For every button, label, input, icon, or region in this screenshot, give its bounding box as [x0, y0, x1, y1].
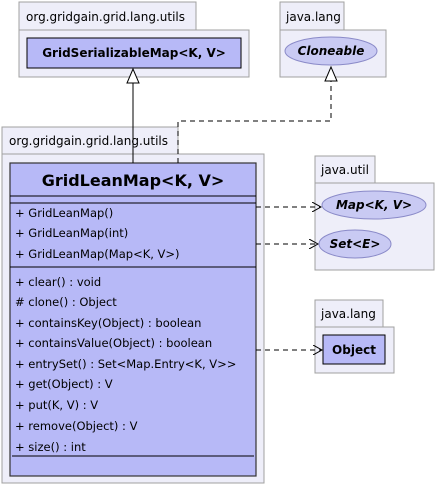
method-get: + get(Object) : V — [15, 377, 113, 391]
class-grid-serializable-map[interactable]: GridSerializableMap<K, V> — [26, 37, 242, 69]
interface-map[interactable]: Map<K, V> — [321, 190, 427, 220]
method-put: + put(K, V) : V — [15, 398, 98, 412]
interface-cloneable[interactable]: Cloneable — [284, 36, 378, 66]
class-grid-lean-map[interactable]: GridLeanMap<K, V> + GridLeanMap() + Grid… — [9, 162, 257, 477]
interface-name: Map<K, V> — [336, 198, 412, 212]
implements-cloneable-line — [177, 81, 332, 163]
package-label: org.gridgain.grid.lang.utils — [26, 10, 185, 24]
package-label: java.util — [320, 163, 369, 177]
interface-name: Cloneable — [298, 44, 365, 58]
main-class-name: GridLeanMap<K, V> — [42, 171, 225, 190]
method-clear: + clear() : void — [15, 275, 101, 289]
class-name: Object — [332, 343, 376, 357]
method-entry-set: + entrySet() : Set<Map.Entry<K, V>> — [15, 357, 236, 371]
realization-arrowhead — [324, 65, 338, 82]
method-contains-value: + containsValue(Object) : boolean — [15, 336, 212, 350]
package-label: org.gridgain.grid.lang.utils — [9, 134, 168, 148]
constructor-int: + GridLeanMap(int) — [15, 226, 128, 240]
constructor-map: + GridLeanMap(Map<K, V>) — [15, 247, 180, 261]
inheritance-arrowhead — [126, 67, 140, 84]
interface-name: Set<E> — [330, 237, 381, 251]
package-label: java.lang — [320, 307, 376, 321]
class-object[interactable]: Object — [322, 334, 386, 365]
class-name: GridSerializableMap<K, V> — [42, 46, 226, 60]
constructor-default: + GridLeanMap() — [15, 206, 113, 220]
method-clone: # clone() : Object — [15, 295, 117, 309]
interface-set[interactable]: Set<E> — [318, 229, 392, 259]
method-size: + size() : int — [15, 440, 86, 454]
method-contains-key: + containsKey(Object) : boolean — [15, 316, 201, 330]
package-label: java.lang — [285, 10, 341, 24]
method-remove: + remove(Object) : V — [15, 419, 138, 433]
relationships — [126, 65, 338, 350]
